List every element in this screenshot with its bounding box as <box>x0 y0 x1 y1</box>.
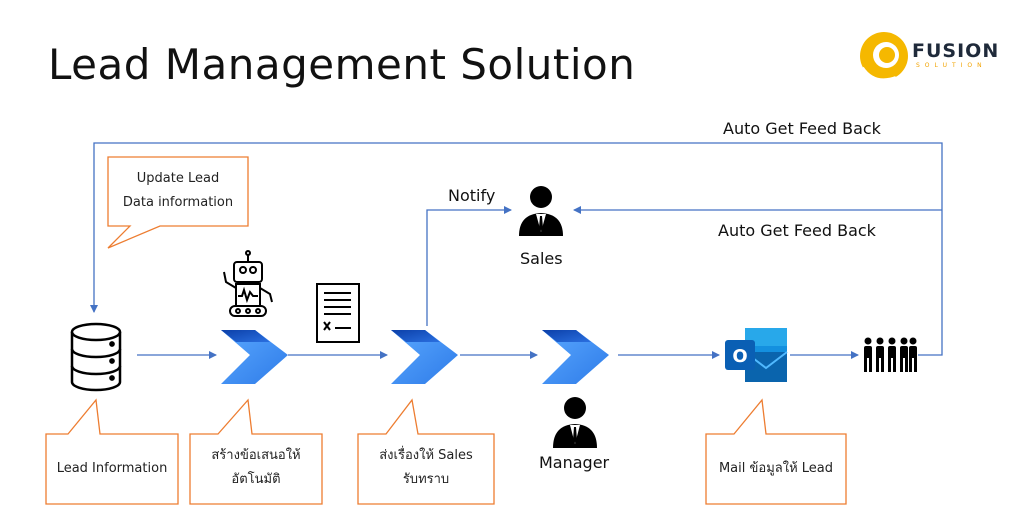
callout-update-lead-text: Update Lead Data information <box>110 167 246 215</box>
callout-update-lead-line2: Data information <box>122 195 234 210</box>
power-automate-icon-1 <box>221 330 288 384</box>
outlook-icon: O <box>725 328 788 382</box>
callout-auto-offer <box>189 398 323 505</box>
notify-label: Notify <box>448 186 496 205</box>
callout-update-lead <box>107 156 249 249</box>
manager-label: Manager <box>539 453 610 472</box>
fusion-logo-icon <box>860 32 908 83</box>
logo-subtitle: SOLUTION <box>916 62 987 69</box>
callout-auto-offer-text: สร้างข้อเสนอให้ อัตโนมัติ <box>190 444 322 492</box>
power-automate-icon-3 <box>542 330 609 384</box>
sales-label: Sales <box>520 249 563 268</box>
callout-auto-offer-line2: อัตโนมัติ <box>231 472 281 487</box>
callout-notify-sales-line1: ส่งเรื่องให้ Sales <box>379 448 473 463</box>
database-icon <box>70 322 122 392</box>
power-automate-icon-2 <box>391 330 458 384</box>
callout-notify-sales-text: ส่งเรื่องให้ Sales รับทราบ <box>358 444 494 492</box>
people-group-icon <box>864 337 917 372</box>
callout-mail-text: Mail ข้อมูลให้ Lead <box>706 457 846 481</box>
document-icon <box>316 283 360 343</box>
auto-feedback-mid-label: Auto Get Feed Back <box>718 221 876 240</box>
callout-lead-information-text: Lead Information <box>46 457 178 481</box>
robot-icon <box>223 250 273 317</box>
logo-wordmark: FUSION <box>912 40 1000 62</box>
callout-update-lead-line1: Update Lead <box>136 171 220 186</box>
svg-text:O: O <box>732 346 747 367</box>
auto-feedback-top-label: Auto Get Feed Back <box>723 119 881 138</box>
callout-lead-information-line1: Lead Information <box>56 461 168 476</box>
callout-auto-offer-line1: สร้างข้อเสนอให้ <box>211 448 301 463</box>
callout-lead-information <box>45 398 179 505</box>
callout-mail <box>705 398 847 505</box>
callout-notify-sales-line2: รับทราบ <box>402 472 450 487</box>
callout-notify-sales <box>357 398 495 505</box>
page-title: Lead Management Solution <box>48 40 636 89</box>
manager-person-icon <box>553 397 597 448</box>
feedback-loop-line <box>90 142 943 356</box>
sales-person-icon <box>519 186 563 236</box>
callout-mail-line1: Mail ข้อมูลให้ Lead <box>718 461 834 476</box>
